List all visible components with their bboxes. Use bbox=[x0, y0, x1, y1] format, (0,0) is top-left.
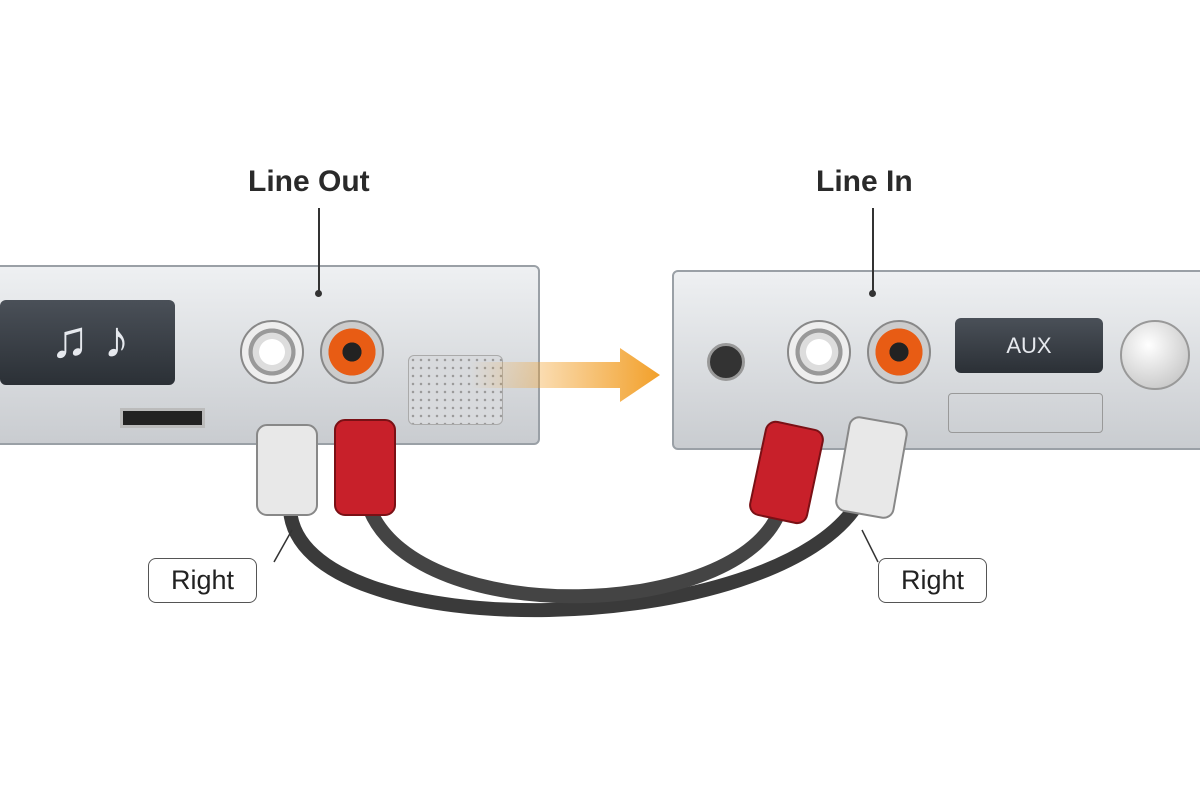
line-in-leader bbox=[872, 208, 874, 293]
right-right-label: Right bbox=[878, 558, 988, 603]
power-button[interactable] bbox=[707, 343, 745, 381]
music-notes-icon: ♫ ♪ bbox=[50, 311, 130, 369]
line-out-red-jack bbox=[320, 320, 384, 384]
source-display: ♫ ♪ bbox=[0, 300, 175, 385]
destination-device bbox=[672, 270, 1200, 450]
input-buttons bbox=[948, 393, 1103, 433]
direction-arrow bbox=[470, 348, 660, 402]
disc-slot bbox=[120, 408, 205, 428]
line-in-red-jack bbox=[867, 320, 931, 384]
line-out-leader bbox=[318, 208, 320, 293]
line-out-leader-dot bbox=[315, 290, 322, 297]
line-out-white-jack bbox=[240, 320, 304, 384]
white-cable bbox=[283, 496, 867, 617]
right-white-plug bbox=[835, 416, 908, 519]
left-red-plug bbox=[334, 419, 396, 516]
aux-display: AUX bbox=[955, 318, 1103, 373]
line-out-title: Line Out bbox=[248, 165, 370, 198]
left-right-label: Right bbox=[148, 558, 258, 603]
line-in-leader-dot bbox=[869, 290, 876, 297]
line-in-title: Line In bbox=[816, 165, 913, 198]
right-red-plug bbox=[749, 420, 824, 525]
volume-knob[interactable] bbox=[1120, 320, 1190, 390]
line-in-white-jack bbox=[787, 320, 851, 384]
left-white-plug bbox=[256, 424, 318, 516]
red-cable bbox=[363, 507, 787, 604]
